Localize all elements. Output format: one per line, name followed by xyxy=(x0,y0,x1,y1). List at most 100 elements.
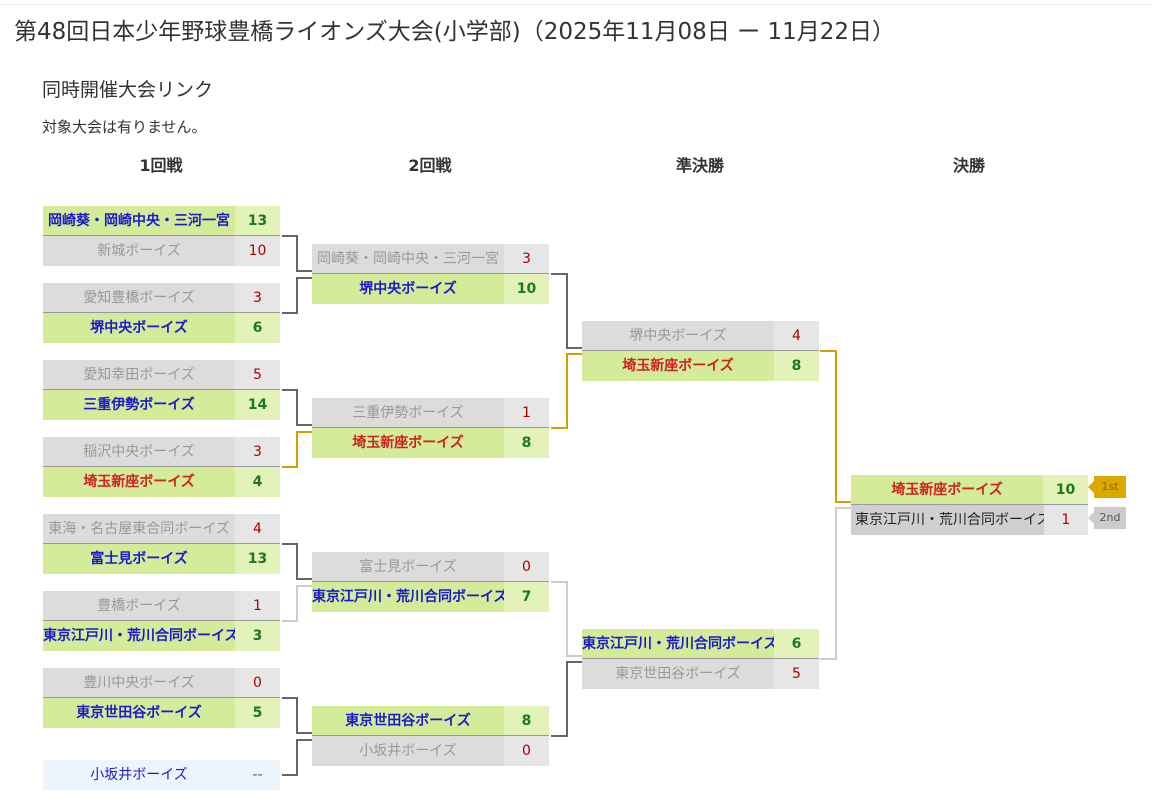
connector xyxy=(282,739,312,776)
team-name[interactable]: 堺中央ボーイズ xyxy=(312,274,504,304)
connector xyxy=(551,273,582,349)
connector-champion xyxy=(282,431,312,468)
team-score: 1 xyxy=(1043,505,1088,535)
team-name[interactable]: 岡崎葵・岡崎中央・三河一宮 xyxy=(43,206,235,235)
team-score: 14 xyxy=(235,390,280,420)
related-tournaments-heading: 同時開催大会リンク xyxy=(42,79,214,101)
team-score: 7 xyxy=(504,582,549,612)
connector-champion xyxy=(820,350,851,503)
team-score: 10 xyxy=(1043,475,1088,504)
team-score: 0 xyxy=(235,668,280,697)
team-score: 10 xyxy=(235,236,280,266)
connector xyxy=(282,585,312,622)
team-score: 1 xyxy=(235,591,280,620)
round-heading-final: 決勝 xyxy=(952,156,985,175)
team-name[interactable]: 富士見ボーイズ xyxy=(312,552,504,581)
team-name[interactable]: 東京世田谷ボーイズ xyxy=(582,659,774,689)
connector-champion xyxy=(551,353,582,429)
team-score: 1 xyxy=(504,398,549,427)
team-name[interactable]: 東海・名古屋東合同ボーイズ xyxy=(43,514,235,543)
team-name[interactable]: 豊川中央ボーイズ xyxy=(43,668,235,697)
team-name[interactable]: 埼玉新座ボーイズ xyxy=(43,467,235,497)
team-score: 0 xyxy=(504,736,549,766)
team-score: 3 xyxy=(504,244,549,273)
team-score: 3 xyxy=(235,283,280,312)
team-score: 8 xyxy=(774,351,819,381)
team-score: 13 xyxy=(235,206,280,235)
team-score: 13 xyxy=(235,544,280,574)
team-score: 4 xyxy=(235,467,280,497)
team-name[interactable]: 東京世田谷ボーイズ xyxy=(312,706,504,735)
team-name[interactable]: 東京江戸川・荒川合同ボーイズ xyxy=(851,505,1044,535)
team-name[interactable]: 三重伊勢ボーイズ xyxy=(312,398,504,427)
team-name[interactable]: 埼玉新座ボーイズ xyxy=(582,351,774,381)
team-name[interactable]: 堺中央ボーイズ xyxy=(582,321,774,350)
team-name[interactable]: 富士見ボーイズ xyxy=(43,544,235,574)
team-score: 8 xyxy=(504,706,549,735)
team-row[interactable]: 小坂井ボーイズ-- xyxy=(43,760,280,790)
team-score: 5 xyxy=(774,659,819,689)
page-title: 第48回日本少年野球豊橋ライオンズ大会(小学部)（2025年11月08日 ー 1… xyxy=(14,19,895,45)
connector xyxy=(820,507,851,660)
team-name[interactable]: 東京江戸川・荒川合同ボーイズ xyxy=(312,582,504,612)
first-place-badge: 1st xyxy=(1088,476,1126,498)
team-score: 0 xyxy=(504,552,549,581)
team-name[interactable]: 愛知幸田ボーイズ xyxy=(43,360,235,389)
team-score: -- xyxy=(235,760,280,790)
team-name[interactable]: 小坂井ボーイズ xyxy=(312,736,504,766)
connector xyxy=(551,581,582,657)
team-name[interactable]: 稲沢中央ボーイズ xyxy=(43,437,235,466)
team-name[interactable]: 三重伊勢ボーイズ xyxy=(43,390,235,420)
team-score: 3 xyxy=(235,437,280,466)
connector xyxy=(551,661,582,737)
team-score: 6 xyxy=(774,629,819,658)
team-name[interactable]: 豊橋ボーイズ xyxy=(43,591,235,620)
team-name[interactable]: 小坂井ボーイズ xyxy=(43,760,235,790)
related-tournaments-note: 対象大会は有りません。 xyxy=(42,118,207,136)
team-name[interactable]: 埼玉新座ボーイズ xyxy=(312,428,504,458)
round-heading-semifinal: 準決勝 xyxy=(675,156,724,175)
team-name[interactable]: 東京世田谷ボーイズ xyxy=(43,698,235,728)
team-score: 10 xyxy=(504,274,549,304)
team-name[interactable]: 埼玉新座ボーイズ xyxy=(851,475,1043,504)
connector xyxy=(282,277,312,314)
connector xyxy=(282,235,312,272)
team-name[interactable]: 東京江戸川・荒川合同ボーイズ xyxy=(582,629,774,658)
team-name[interactable]: 新城ボーイズ xyxy=(43,236,235,266)
team-name[interactable]: 東京江戸川・荒川合同ボーイズ xyxy=(43,621,235,651)
team-score: 5 xyxy=(235,360,280,389)
connector xyxy=(282,543,312,580)
team-name[interactable]: 堺中央ボーイズ xyxy=(43,313,235,343)
team-name[interactable]: 愛知豊橋ボーイズ xyxy=(43,283,235,312)
team-name[interactable]: 岡崎葵・岡崎中央・三河一宮 xyxy=(312,244,504,273)
